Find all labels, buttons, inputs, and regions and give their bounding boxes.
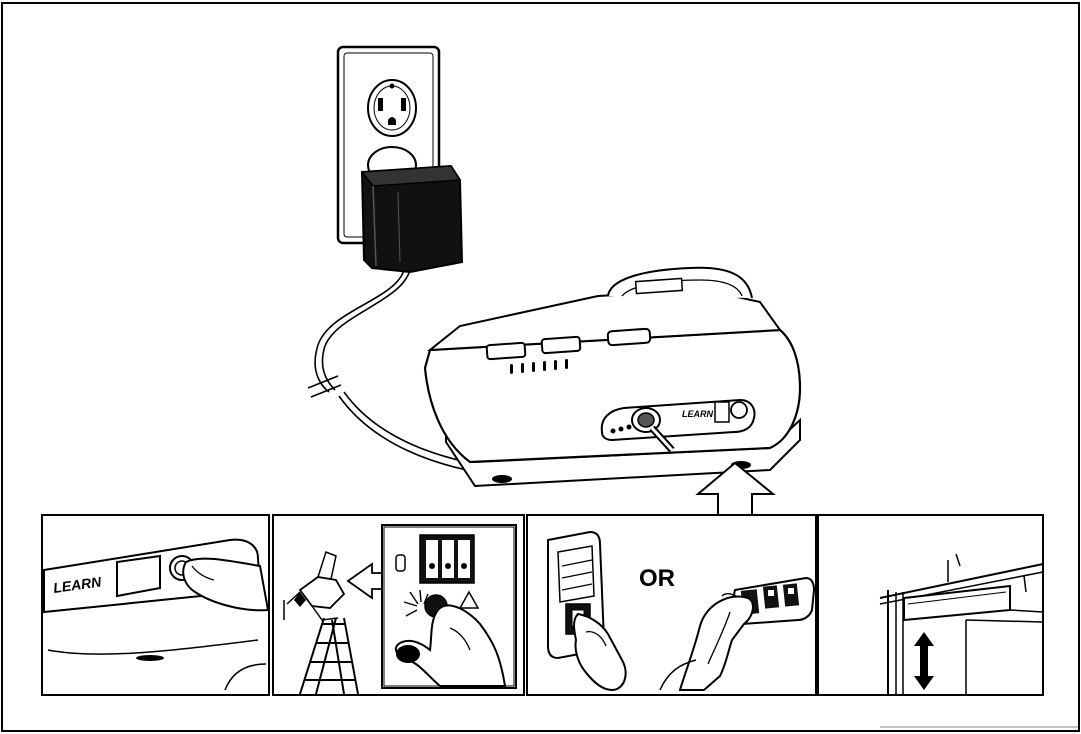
- or-label: OR: [639, 565, 675, 592]
- panel-press-learn: LEARN: [42, 515, 269, 695]
- panel-garage-door: [818, 515, 1043, 695]
- panel-remote-options: OR: [527, 515, 816, 695]
- base-learn-label: LEARN: [682, 409, 713, 419]
- panel-opener-learn-button: [273, 515, 524, 695]
- power-adapter: [362, 166, 462, 272]
